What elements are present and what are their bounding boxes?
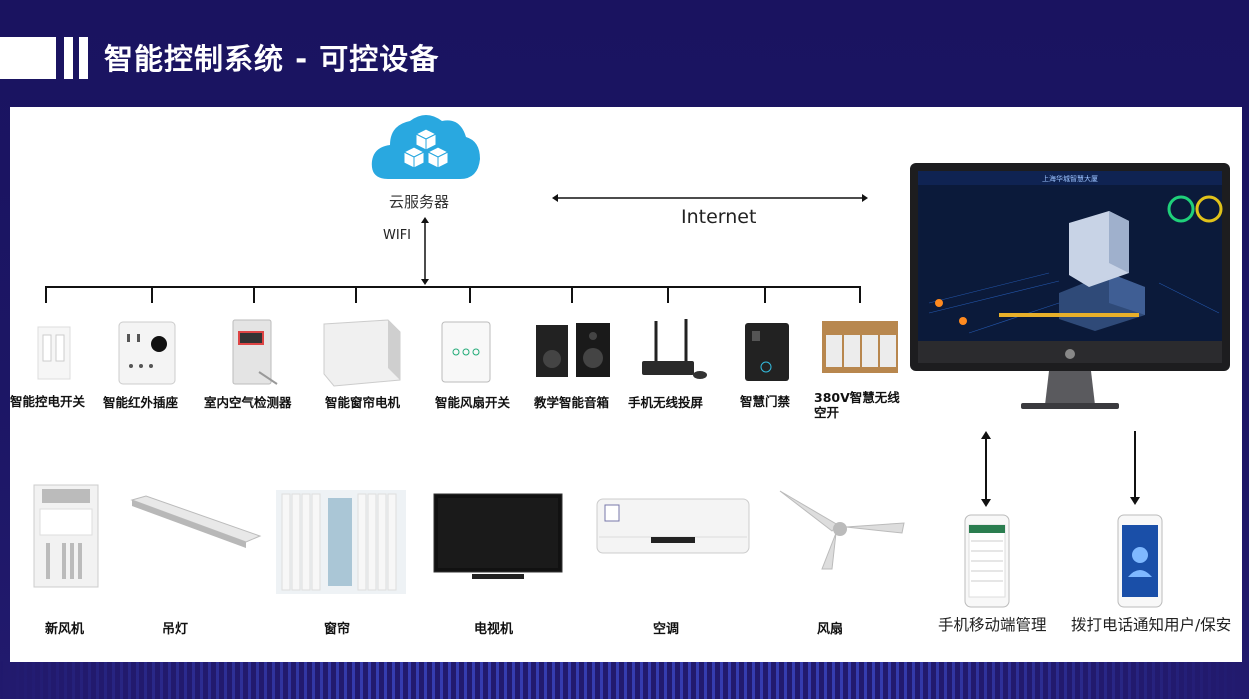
diagram-panel: 云服务器 WIFI Internet [10,107,1242,662]
header-accent-bar [0,37,56,79]
device-bus-line [45,286,861,288]
breaker-icon [820,319,900,375]
phone-label-call: 拨打电话通知用户/保安 [1071,613,1231,635]
bus-drop [469,286,471,303]
ceiling-lamp-icon [128,492,264,552]
phone-app-icon [963,513,1011,609]
door-access-icon [742,321,792,383]
appliance-label-fan: 风扇 [817,618,843,637]
ir-socket-icon [117,320,177,386]
header-stripe-left [64,37,73,79]
curtain-motor-icon [320,318,404,388]
fresh-air-unit-icon [32,483,100,589]
appliance-label-ac: 空调 [653,618,679,637]
internet-link-arrow [550,191,870,205]
phone-label-app: 手机移动端管理 [938,613,1047,635]
page-title: 智能控制系统 - 可控设备 [104,36,439,82]
cloud-label: 云服务器 [389,191,449,212]
monitor-header-text: 上海华城智慧大厦 [1042,174,1098,183]
device-label-fan-switch: 智能风扇开关 [435,392,510,411]
speaker-icon [534,321,614,379]
curtain-icon [276,490,406,594]
bus-drop [151,286,153,303]
fan-switch-icon [438,320,498,386]
device-label-ir-socket: 智能红外插座 [103,392,178,411]
device-label-speaker: 教学智能音箱 [534,392,609,411]
phone-app-link-arrow [979,429,993,509]
wifi-label: WIFI [383,228,411,243]
bus-drop [667,286,669,303]
bus-drop [571,286,573,303]
phone-call-link-arrow [1128,429,1142,507]
air-detector-icon [229,318,279,388]
router-icon [638,317,710,383]
device-label-breaker: 380V智慧无线空开 [814,390,906,420]
device-label-air-detector: 室内空气检测器 [204,392,292,411]
phone-call-icon [1116,513,1164,609]
bus-drop [253,286,255,303]
monitor-dashboard-icon: 上海华城智慧大厦 [909,163,1233,413]
device-label-curtain-motor: 智能窗帘电机 [325,392,400,411]
appliance-label-curtain: 窗帘 [324,618,350,637]
cloud-cubes-icon [370,107,482,183]
tv-icon [432,492,564,584]
appliance-label-fresh-air: 新风机 [45,618,84,637]
air-conditioner-icon [595,497,751,555]
bus-drop [764,286,766,303]
bus-drop [355,286,357,303]
smart-switch-icon [34,325,74,381]
device-label-smart-switch: 智能控电开关 [10,391,85,410]
device-label-door-access: 智慧门禁 [740,391,790,410]
bottom-decoration [0,661,1249,699]
bus-drop [45,286,47,303]
appliance-label-lamp: 吊灯 [162,618,188,637]
header-stripe-right [79,37,88,79]
internet-label: Internet [681,206,756,228]
ceiling-fan-icon [778,487,906,571]
device-label-screen-cast: 手机无线投屏 [628,392,703,411]
wifi-link-arrow [419,215,431,287]
appliance-label-tv: 电视机 [474,618,513,637]
bus-drop [859,286,861,303]
